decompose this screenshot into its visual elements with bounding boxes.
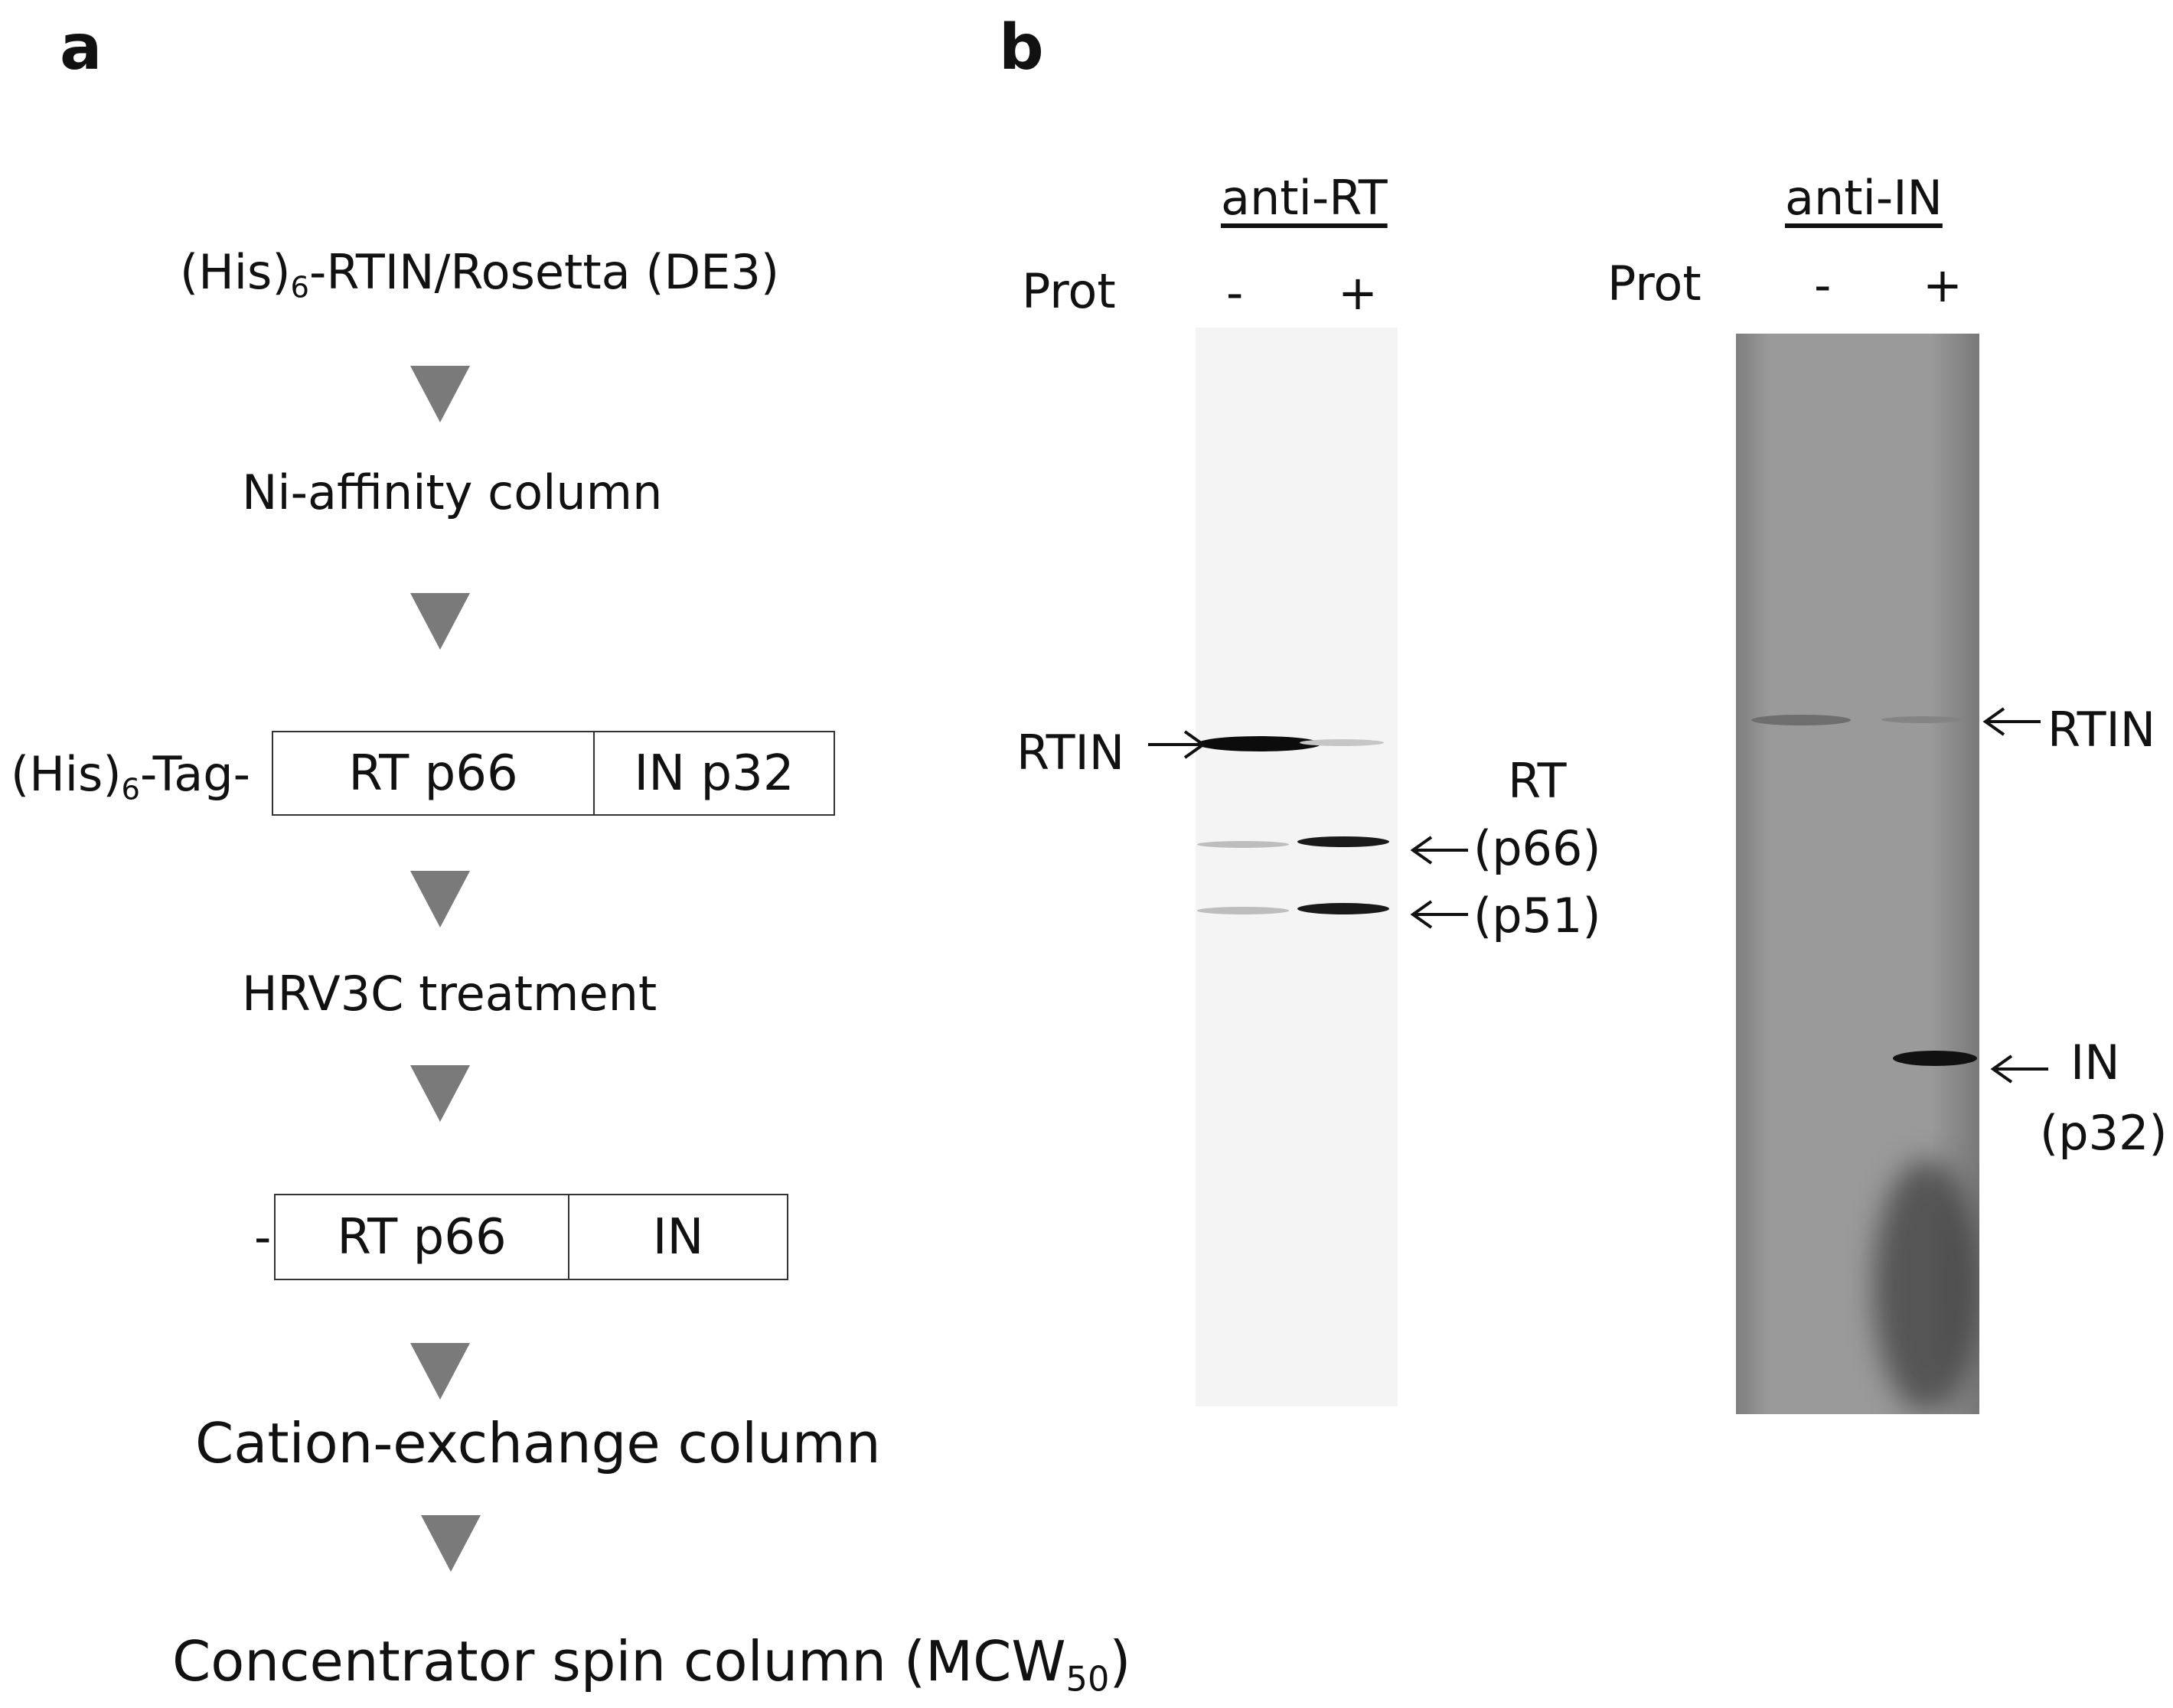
construct1-rt-p66-box: RT p66: [272, 731, 595, 816]
anti-rt-lane-minus: -: [1226, 265, 1244, 321]
rt-band-rtin-minus: [1197, 736, 1321, 751]
anti-rt-prot-label: Prot: [1022, 263, 1116, 319]
anti-in-prot-label: Prot: [1607, 256, 1702, 311]
construct1-in-p32-box: IN p32: [593, 731, 835, 816]
step-hrv3c: HRV3C treatment: [242, 966, 657, 1022]
flow-arrow-1: [410, 366, 470, 422]
flow-arrow-2: [410, 593, 470, 650]
rt-p51-arrow-icon: [1410, 900, 1468, 929]
flow-arrow-5: [410, 1343, 470, 1400]
rt-band-p51-minus: [1197, 907, 1289, 914]
flow-arrow-4: [410, 1065, 470, 1122]
flow-arrow-6: [421, 1515, 481, 1572]
panel-b-label: b: [999, 11, 1044, 84]
rt-marker-p66: (p66): [1473, 820, 1601, 876]
rt-marker-rtin: RTIN: [1016, 725, 1125, 781]
in-marker-rtin: RTIN: [2047, 702, 2156, 758]
step-expression-host: (His)6-RTIN/Rosetta (DE3): [180, 244, 780, 305]
in-smear-plus-lane: [1874, 1160, 1979, 1413]
construct2-rt-p66-box: RT p66: [274, 1194, 569, 1280]
rt-rtin-arrow-icon: [1148, 730, 1206, 759]
step-ni-affinity: Ni-affinity column: [242, 464, 663, 520]
anti-in-gel: [1736, 334, 1979, 1414]
rt-band-p66-minus: [1197, 841, 1289, 848]
construct2-in-box: IN: [568, 1194, 788, 1280]
rt-band-p66-plus: [1297, 836, 1389, 847]
step-concentrator: Concentrator spin column (MCW50): [172, 1629, 1131, 1700]
in-marker-in: IN: [2070, 1035, 2120, 1090]
panel-a-label: a: [60, 11, 103, 84]
step-cation-exchange: Cation-exchange column: [195, 1411, 881, 1475]
in-rtin-arrow-icon: [1982, 707, 2041, 736]
rt-marker-p51: (p51): [1473, 888, 1601, 944]
rt-band-rtin-plus: [1300, 739, 1384, 746]
anti-in-lane-minus: -: [1814, 257, 1832, 313]
construct2-prefix: -: [254, 1209, 272, 1265]
in-marker-p32: (p32): [2040, 1105, 2168, 1161]
anti-in-header: anti-IN: [1785, 170, 1943, 226]
flow-arrow-3: [410, 871, 470, 927]
anti-in-lane-plus: +: [1923, 257, 1963, 313]
rt-marker-group-label: RT: [1508, 753, 1567, 809]
anti-rt-header: anti-RT: [1221, 170, 1388, 226]
in-band-p32-plus: [1893, 1051, 1977, 1066]
construct1-tag-label: (His)6-Tag-: [11, 746, 250, 807]
rt-band-p51-plus: [1297, 903, 1389, 914]
rt-p66-arrow-icon: [1410, 836, 1468, 865]
anti-rt-lane-plus: +: [1338, 265, 1378, 321]
in-p32-arrow-icon: [1990, 1054, 2048, 1084]
in-band-rtin-plus: [1881, 716, 1966, 723]
anti-rt-gel: [1196, 328, 1398, 1406]
in-band-rtin-minus: [1751, 715, 1851, 725]
